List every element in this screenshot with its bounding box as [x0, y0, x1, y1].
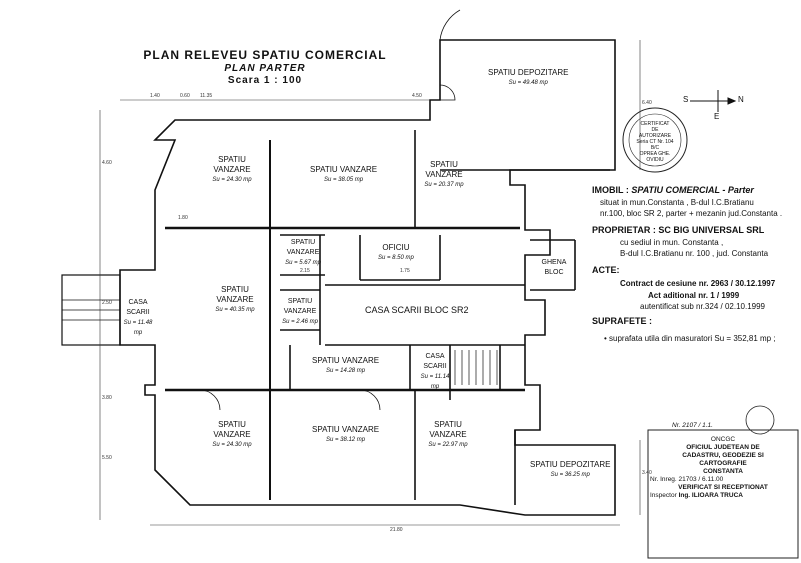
plan-subtitle: PLAN PARTER — [224, 63, 306, 74]
dim-label: 1.75 — [400, 268, 410, 274]
compass-e: E — [714, 112, 720, 121]
info-acte-line2: Act aditional nr. 1 / 1999 — [648, 291, 740, 300]
cadastre-stamp — [647, 405, 799, 559]
info-acte-label: ACTE: — [592, 265, 620, 275]
info-suprafete-line: • suprafata utila din masuratori Su = 35… — [604, 334, 776, 343]
compass-icon — [690, 90, 737, 112]
dim-label: 21.80 — [390, 527, 403, 533]
dim-label: 3.40 — [642, 470, 652, 476]
info-acte-line3: autentificat sub nr.324 / 02.10.1999 — [640, 302, 765, 311]
info-imobil-line3: nr.100, bloc SR 2, parter + mezanin jud.… — [600, 209, 783, 218]
dim-label: 6.40 — [642, 100, 652, 106]
dim-label: 2.15 — [300, 268, 310, 274]
info-imobil-line2: situat in mun.Constanta , B-dul I.C.Brat… — [600, 198, 754, 207]
compass-n: N — [738, 95, 744, 104]
info-acte-line1: Contract de cesiune nr. 2963 / 30.12.199… — [620, 279, 776, 288]
dim-label: 2.50 — [102, 300, 112, 306]
dim-label: 0.60 — [180, 93, 190, 99]
authorization-stamp — [622, 107, 688, 173]
dim-label: 1.40 — [150, 93, 160, 99]
room-ghena: GHENA BLOC — [541, 259, 567, 276]
dim-label: 4.50 — [412, 93, 422, 99]
dim-label: 4.60 — [102, 160, 112, 166]
room-casa-scarii-bloc: CASA SCARII BLOC SR2 — [365, 305, 469, 315]
info-imobil: IMOBIL : SPATIU COMERCIAL - Parter — [592, 185, 754, 195]
dim-label: 3.80 — [102, 395, 112, 401]
stamp-ref: Nr. 2107 / 1.1. — [672, 422, 713, 429]
info-proprietar-line2: cu sediul in mun. Constanta , — [620, 238, 724, 247]
plan-title: PLAN RELEVEU SPATIU COMERCIAL — [143, 48, 387, 62]
plan-scale: Scara 1 : 100 — [227, 75, 303, 86]
outer-wall — [119, 39, 616, 516]
dim-label: 5.50 — [102, 455, 112, 461]
dim-label: 1.80 — [178, 215, 188, 221]
dim-label: 11.35 — [200, 93, 213, 99]
compass-s: S — [683, 95, 689, 104]
stamp-bottom-text: ONCGC OFICIUL JUDETEAN DE CADASTRU, GEOD… — [650, 436, 768, 499]
stamp-top-text: CERTIFICAT DE AUTORIZARE Seria CT Nr. 10… — [636, 121, 674, 163]
info-proprietar: PROPRIETAR : SC BIG UNIVERSAL SRL — [592, 225, 765, 235]
info-proprietar-line3: B-dul I.C.Bratianu nr. 100 , jud. Consta… — [620, 249, 769, 258]
info-suprafete-label: SUPRAFETE : — [592, 316, 653, 326]
